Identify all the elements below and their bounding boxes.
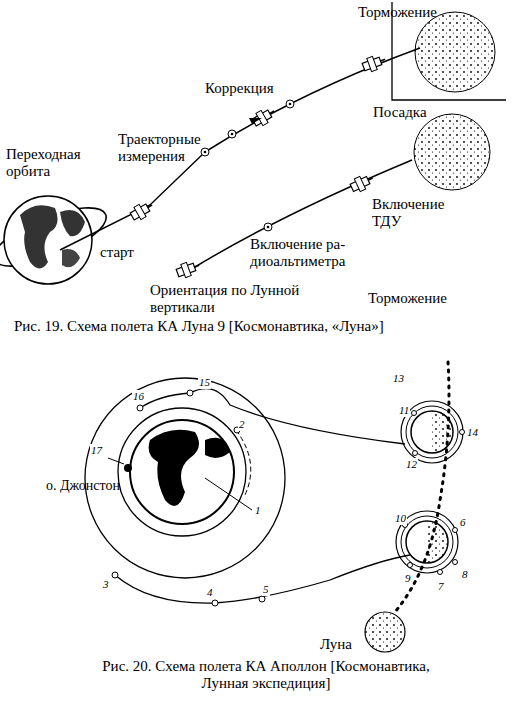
label: Коррекция: [205, 80, 305, 97]
callout-number: 7: [437, 580, 445, 593]
label: Торможение: [358, 4, 468, 21]
callout-number: 2: [238, 418, 246, 431]
label: Включение ТДУ: [372, 196, 462, 231]
callout-number: 9: [404, 572, 412, 585]
callout-number: 8: [461, 568, 469, 581]
callout-number: 11: [398, 404, 410, 417]
label: Траекторные измерения: [118, 131, 218, 166]
label: Ориентация по Лунной вертикали: [150, 282, 310, 317]
callout-number: 10: [394, 512, 407, 525]
callout-number: 5: [262, 583, 270, 596]
figure-caption: Рис. 20. Схема полета КА Аполлон [Космон…: [96, 658, 436, 693]
callout-number: 14: [466, 426, 479, 439]
callout-number: 4: [206, 586, 214, 599]
callout-number: 15: [198, 376, 211, 389]
label: о. Джонстон: [46, 478, 146, 494]
callout-number: 3: [102, 578, 110, 591]
callout-number: 1: [254, 504, 262, 517]
callout-number: 16: [132, 390, 145, 403]
callout-number: 13: [392, 372, 405, 385]
label: Переходная орбита: [6, 146, 101, 181]
label: Торможение: [368, 290, 478, 307]
label: Включение ра- диоальтиметра: [250, 236, 370, 271]
label: старт: [100, 244, 150, 261]
callout-number: 12: [405, 458, 418, 471]
callout-number: 6: [459, 516, 467, 529]
figure-caption: Рис. 19. Схема полета КА Луна 9 [Космона…: [14, 318, 524, 335]
label: Посадка: [373, 104, 453, 121]
label: Луна: [320, 636, 370, 653]
callout-number: 17: [90, 444, 103, 457]
